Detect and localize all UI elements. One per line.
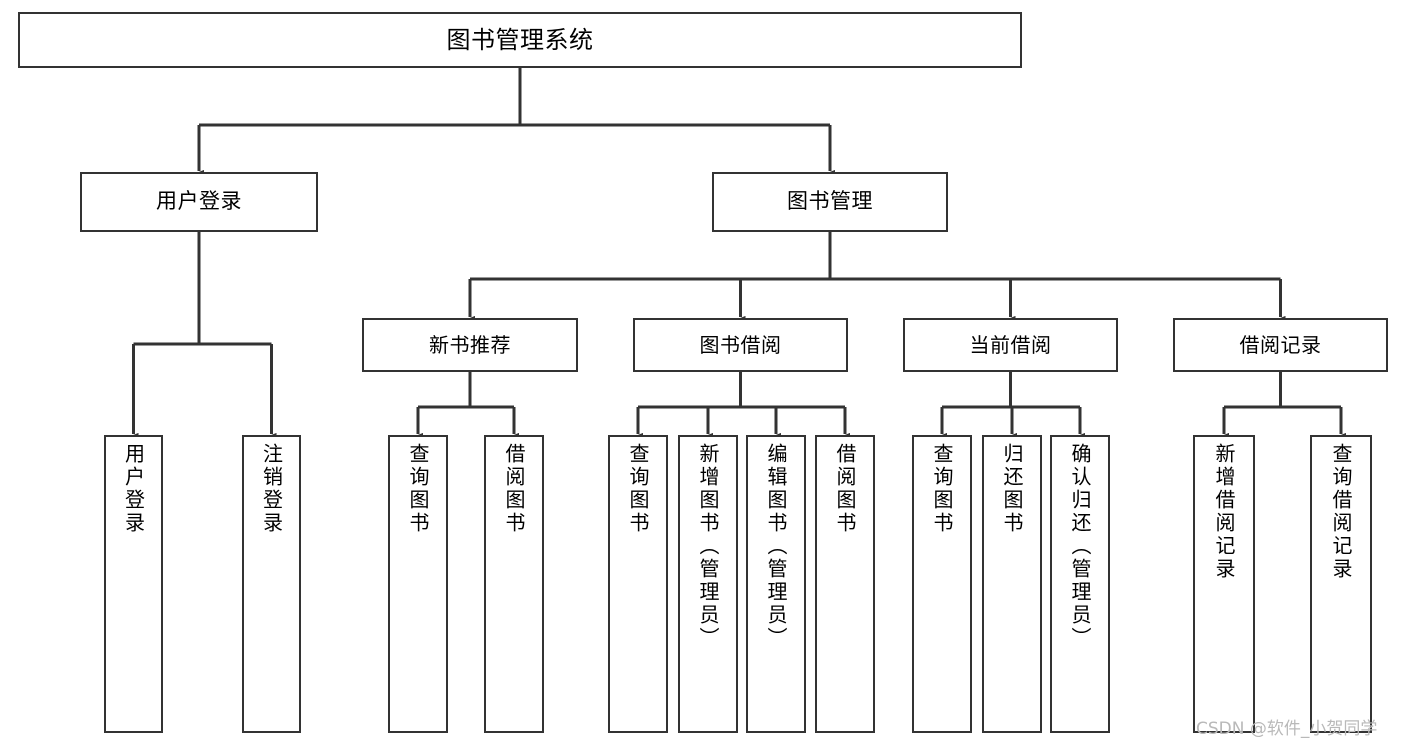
node-label: 新书推荐: [429, 332, 511, 357]
node-n2-1[interactable]: 用户登录: [80, 172, 318, 232]
node-l-13[interactable]: 查询借阅记录: [1310, 435, 1372, 733]
node-label: 用户登录: [156, 189, 242, 214]
node-n2-2[interactable]: 图书管理: [712, 172, 948, 232]
node-l-6[interactable]: 新增图书（管理员）: [678, 435, 738, 733]
node-n3-3[interactable]: 当前借阅: [903, 318, 1118, 372]
node-label: 确认归还（管理员）: [1068, 443, 1092, 650]
node-label: 注销登录: [259, 443, 284, 535]
node-l-2[interactable]: 注销登录: [242, 435, 301, 733]
node-n3-1[interactable]: 新书推荐: [362, 318, 578, 372]
node-l-9[interactable]: 查询图书: [912, 435, 972, 733]
node-label: 新增借阅记录: [1212, 443, 1236, 581]
node-n3-4[interactable]: 借阅记录: [1173, 318, 1388, 372]
node-label: 新增图书（管理员）: [696, 443, 720, 650]
node-label: 当前借阅: [969, 332, 1052, 357]
node-label: 图书管理系统: [446, 25, 594, 54]
node-label: 查询图书: [626, 443, 650, 535]
node-label: 图书借阅: [699, 332, 782, 357]
node-label: 查询借阅记录: [1329, 443, 1353, 581]
node-label: 查询图书: [406, 443, 430, 535]
csdn-watermark: CSDN @软件_小贺同学: [1196, 719, 1378, 739]
node-n3-2[interactable]: 图书借阅: [633, 318, 848, 372]
node-label: 借阅记录: [1239, 332, 1322, 357]
node-root[interactable]: 图书管理系统: [18, 12, 1022, 68]
node-l-8[interactable]: 借阅图书: [815, 435, 875, 733]
node-label: 借阅图书: [502, 443, 526, 535]
node-label: 借阅图书: [833, 443, 857, 535]
node-l-10[interactable]: 归还图书: [982, 435, 1042, 733]
node-l-12[interactable]: 新增借阅记录: [1193, 435, 1255, 733]
node-l-7[interactable]: 编辑图书（管理员）: [746, 435, 806, 733]
node-label: 图书管理: [787, 189, 873, 214]
node-label: 用户登录: [121, 443, 146, 535]
node-l-1[interactable]: 用户登录: [104, 435, 163, 733]
node-label: 查询图书: [930, 443, 954, 535]
node-l-11[interactable]: 确认归还（管理员）: [1050, 435, 1110, 733]
node-label: 编辑图书（管理员）: [764, 443, 788, 650]
node-label: 归还图书: [1000, 443, 1024, 535]
node-l-4[interactable]: 借阅图书: [484, 435, 544, 733]
node-l-5[interactable]: 查询图书: [608, 435, 668, 733]
node-l-3[interactable]: 查询图书: [388, 435, 448, 733]
